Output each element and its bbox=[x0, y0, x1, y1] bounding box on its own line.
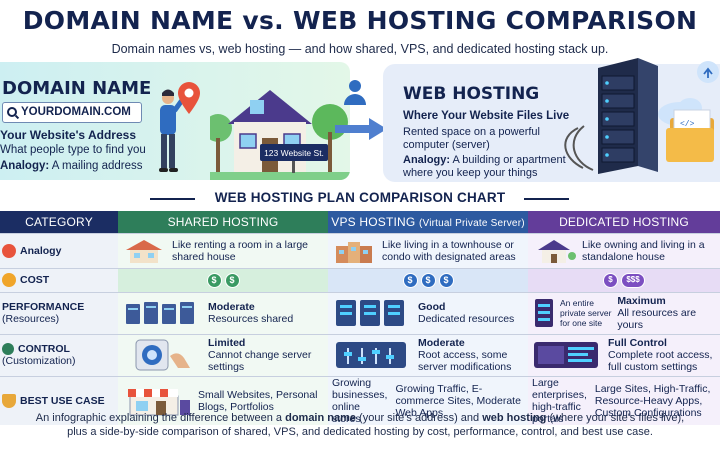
gear-icon bbox=[2, 343, 14, 356]
hosting-comparison-table: CATEGORY SHARED HOSTING VPS HOSTING (Vir… bbox=[0, 211, 720, 425]
shared-house-icon bbox=[126, 239, 162, 263]
location-pin-icon bbox=[178, 82, 200, 114]
storefront-icon bbox=[128, 388, 190, 415]
chart-title-rule-right bbox=[524, 198, 569, 200]
dedicated-server-note: An entire private server for one site bbox=[560, 298, 612, 328]
dedicated-best-use-left: Large enterprises, high-traffic portals bbox=[532, 376, 587, 425]
search-icon bbox=[7, 107, 17, 117]
sliders-panel-icon bbox=[336, 342, 406, 368]
header-shared-hosting: SHARED HOSTING bbox=[118, 211, 328, 233]
header-vps-hosting: VPS HOSTING (Virtual Private Server) bbox=[328, 211, 528, 233]
hosting-description: Rented space on a powerful computer (ser… bbox=[403, 126, 540, 151]
map-pin-icon bbox=[2, 243, 16, 258]
shared-analogy-text: Like renting a room in a large shared ho… bbox=[172, 238, 308, 263]
hosting-analogy: Analogy: A building or apartment where y… bbox=[403, 154, 566, 179]
coin-icon: $ bbox=[206, 272, 222, 288]
standalone-house-icon bbox=[538, 239, 576, 263]
row-label-analogy: Analogy bbox=[0, 232, 118, 268]
coin-icon: $$$ bbox=[621, 272, 645, 288]
dial-control-icon bbox=[135, 339, 190, 371]
arrow-right-icon bbox=[335, 118, 387, 140]
url-bar: YOURDOMAIN.COM bbox=[2, 102, 142, 123]
shared-cost-coins: $ $ bbox=[118, 272, 328, 288]
control-dashboard-icon bbox=[534, 342, 598, 368]
vps-analogy-text: Like living in a townhouse or condo with… bbox=[382, 238, 516, 263]
page-title: DOMAIN NAME vs. WEB HOSTING COMPARISON bbox=[22, 6, 698, 35]
page-subtitle: Domain names vs, web hosting — and how s… bbox=[111, 42, 609, 56]
shared-servers-icon bbox=[126, 302, 194, 324]
dollar-coin-icon bbox=[2, 273, 16, 287]
townhouse-icon bbox=[336, 241, 372, 263]
hosting-title: WEB HOSTING bbox=[403, 84, 540, 104]
chart-title-rule-left bbox=[150, 198, 195, 200]
row-label-control: CONTROL (Customization) bbox=[0, 333, 118, 376]
coin-icon: $ bbox=[224, 272, 240, 288]
table-row-analogy: Analogy Like renting a room in a large s… bbox=[0, 232, 720, 268]
vps-servers-icon bbox=[336, 300, 404, 326]
coin-icon: $ bbox=[420, 272, 436, 288]
row-label-cost: COST bbox=[0, 267, 118, 292]
domain-description: What people type to find you bbox=[0, 144, 146, 156]
footer-caption: An infographic explaining the difference… bbox=[35, 412, 685, 438]
vps-cost-coins: $ $ $ bbox=[328, 272, 528, 288]
header-category: CATEGORY bbox=[0, 211, 118, 233]
svg-text:</>: </> bbox=[680, 120, 695, 129]
domain-title: DOMAIN NAME bbox=[2, 78, 152, 99]
vps-best-use-right: Growing Traffic, E-commerce Sites, Moder… bbox=[395, 382, 521, 419]
vps-best-use-left: Growing businesses, online stores bbox=[332, 376, 388, 425]
coin-icon: $ bbox=[438, 272, 454, 288]
hosting-subtitle: Where Your Website Files Live bbox=[403, 110, 570, 122]
shared-best-use-text: Small Websites, Personal Blogs, Portfoli… bbox=[198, 388, 318, 413]
dedicated-best-use-right: Large Sites, High-Traffic, Resource-Heav… bbox=[594, 382, 711, 419]
row-label-performance: PERFORMANCE (Resources) bbox=[0, 291, 118, 334]
row-label-best-use-case: BEST USE CASE bbox=[0, 375, 118, 425]
web-hosting-panel: WEB HOSTING Where Your Website Files Liv… bbox=[383, 58, 720, 182]
domain-subtitle: Your Website's Address bbox=[0, 128, 137, 142]
domain-analogy: Analogy: A mailing address bbox=[0, 160, 143, 172]
dedicated-cost-coins: $ $$$ bbox=[528, 272, 720, 288]
dedicated-server-icon bbox=[535, 299, 553, 327]
dedicated-analogy-text: Like owning and living in a standalone h… bbox=[582, 238, 705, 263]
server-rack-illustration: </> bbox=[564, 58, 719, 174]
chart-title: WEB HOSTING PLAN COMPARISON CHART bbox=[214, 190, 506, 205]
domain-name-panel: DOMAIN NAME YOURDOMAIN.COM Your Website'… bbox=[0, 62, 350, 180]
trophy-icon bbox=[2, 393, 16, 408]
user-icon bbox=[344, 80, 366, 105]
coin-icon: $ bbox=[603, 272, 618, 288]
street-sign-text: 123 Website St. bbox=[264, 148, 324, 158]
coin-icon: $ bbox=[402, 272, 418, 288]
house-illustration: 123 Website St. bbox=[210, 90, 350, 180]
table-row-best-use-case: BEST USE CASE Small Websites, Personal B… bbox=[0, 375, 720, 425]
table-row-cost: COST $ $ $ $ $ $ $$$ bbox=[0, 267, 720, 292]
header-dedicated-hosting: DEDICATED HOSTING bbox=[528, 211, 720, 233]
url-text: YOURDOMAIN.COM bbox=[21, 106, 131, 118]
